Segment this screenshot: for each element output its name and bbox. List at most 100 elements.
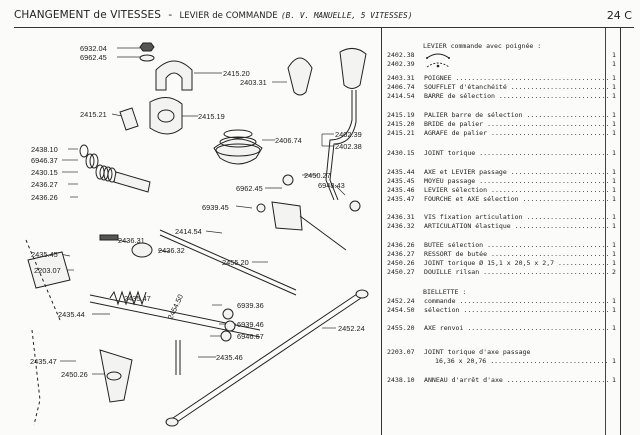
- parts-list-row[interactable]: 2436.31 VIS fixation articulation 1: [387, 213, 616, 222]
- part-desc: ARTICULATION élastique: [424, 222, 612, 231]
- selection-hub-icon: [27, 251, 71, 289]
- diagram-label: 6946.67: [237, 332, 264, 341]
- part-ref: 2415.19: [387, 111, 415, 119]
- diagram-label: 2402.38: [335, 142, 362, 151]
- parts-list-row[interactable]: 2406.74 SOUFFLET d'étanchéité 1: [387, 83, 616, 92]
- parts-list-row[interactable]: 2402.39 1: [387, 60, 616, 69]
- parts-list-row[interactable]: 2203.07 JOINT torique d'axe passage: [387, 348, 615, 357]
- diagram-label: 2435.46: [216, 353, 243, 362]
- parts-list-row[interactable]: 2436.27 RESSORT de butée 1: [387, 250, 616, 259]
- part-qty: 1: [610, 213, 616, 222]
- part-ref: 2414.54: [387, 92, 415, 100]
- diagram-label: 2435.44: [58, 310, 85, 319]
- parts-list-row[interactable]: 2415.20 BRIDE de palier 1: [387, 120, 616, 129]
- parts-drawing: [25, 42, 369, 427]
- parts-list-row[interactable]: 2435.47 FOURCHE et AXE sélection 1: [387, 195, 616, 204]
- part-ref: 2435.44: [387, 168, 415, 176]
- diagram-label-handwritten: 2454.50: [166, 293, 185, 321]
- part-qty: 1: [610, 149, 616, 158]
- bushing-icon: [224, 320, 236, 332]
- diagram-label: 6962.45: [80, 53, 107, 62]
- parts-list-row[interactable]: 2455.20 AXE renvoi 1: [387, 324, 616, 333]
- parts-list-row[interactable]: 2430.15 JOINT torique 1: [387, 149, 616, 158]
- quantity-column-rule: [605, 28, 606, 435]
- parts-list-row[interactable]: 2438.10 ANNEAU d'arrêt d'axe 1: [387, 376, 616, 385]
- part-qty: 1: [610, 241, 616, 250]
- part-ref: 2403.31: [387, 74, 415, 82]
- part-qty: 1: [610, 51, 616, 60]
- lever-knob-closed-icon: [426, 53, 450, 59]
- diagram-label: 2435.45: [31, 250, 58, 259]
- part-qty: 1: [610, 83, 616, 92]
- part-ref: 2452.24: [387, 297, 415, 305]
- part-desc: ANNEAU d'arrêt d'axe: [424, 376, 612, 385]
- part-ref: 2436.32: [387, 222, 415, 230]
- parts-list-row[interactable]: 2403.31 POIGNEE 1: [387, 74, 616, 83]
- diagram-label: 2435.47: [30, 357, 57, 366]
- part-ref: 2402.38: [387, 51, 415, 59]
- parts-list-row[interactable]: 2435.45 MOYEU passage 1: [387, 177, 616, 186]
- parts-list-row[interactable]: 2414.54 BARRE de sélection 1: [387, 92, 616, 101]
- diagram-label: 6948.43: [318, 181, 345, 190]
- parts-list-row[interactable]: 16,36 x 20,76 1: [387, 357, 616, 366]
- part-desc: BUTEE sélection: [424, 241, 612, 250]
- parts-list-row[interactable]: 2436.26 BUTEE sélection 1: [387, 241, 616, 250]
- part-desc: BARRE de sélection: [424, 92, 612, 101]
- diagram-label: 2455.20: [222, 258, 249, 267]
- diagram-label: 2438.10: [31, 145, 58, 154]
- part-ref: 2430.15: [387, 149, 415, 157]
- part-ref: 2435.47: [387, 195, 415, 203]
- diagram-label: 2430.15: [31, 168, 58, 177]
- part-desc: AXE renvoi: [424, 324, 612, 333]
- diagram-label: 6932.04: [80, 44, 107, 53]
- group-title: BIELLETTE :: [423, 288, 467, 296]
- diagram-label: 2414.54: [175, 227, 202, 236]
- part-desc: POIGNEE: [424, 74, 612, 83]
- parts-list-row[interactable]: 2402.38 1: [387, 51, 616, 60]
- diagram-label: 2415.19: [198, 112, 225, 121]
- part-ref: 2436.27: [387, 250, 415, 258]
- diagram-label: 2436.26: [31, 193, 58, 202]
- part-ref: 2436.31: [387, 213, 415, 221]
- diagram-labels: 6932.04 6962.45 2415.20 2403.31 2415.21 …: [30, 44, 365, 379]
- parts-list-row[interactable]: 2415.19 PALIER barre de sélection 1: [387, 111, 616, 120]
- gaiter-icon: [213, 138, 263, 165]
- part-qty: 2: [610, 268, 616, 277]
- bushing-icon: [220, 330, 232, 342]
- page-title: CHANGEMENT de VITESSES: [14, 9, 161, 21]
- diagram-label: 2450.27: [304, 171, 331, 180]
- bearing-bracket-icon: [155, 60, 193, 91]
- part-desc: JOINT torique: [424, 149, 612, 158]
- part-qty: 1: [610, 222, 616, 231]
- part-desc: sélection: [424, 306, 612, 315]
- parts-list-row[interactable]: 2454.50 sélection 1: [387, 306, 616, 315]
- bushing-icon: [282, 174, 294, 186]
- parts-list-row[interactable]: 2435.46 LEVIER sélection 1: [387, 186, 616, 195]
- page-subtitle: LEVIER de COMMANDE: [179, 11, 278, 21]
- parts-list-row[interactable]: 2415.21 AGRAFE de palier 1: [387, 129, 616, 138]
- part-desc: JOINT torique Ø 15,1 x 20,5 x 2,7: [424, 259, 612, 268]
- part-desc: PALIER barre de sélection: [424, 111, 612, 120]
- part-qty: 1: [610, 111, 616, 120]
- part-qty: 1: [610, 195, 616, 204]
- bearing-clip-icon: [119, 107, 139, 131]
- parts-list-row[interactable]: 2435.44 AXE et LEVIER passage 1: [387, 168, 616, 177]
- part-qty: 1: [610, 120, 616, 129]
- diagram-label: 6939.36: [237, 301, 264, 310]
- diagram-label: 6939.46: [237, 320, 264, 329]
- parts-list-row[interactable]: 2452.24 commande 1: [387, 297, 616, 306]
- parts-list-row[interactable]: 2450.26 JOINT torique Ø 15,1 x 20,5 x 2,…: [387, 259, 616, 268]
- parts-list-row[interactable]: 2436.32 ARTICULATION élastique 1: [387, 222, 616, 231]
- diagram-label: 2402.39: [335, 130, 362, 139]
- part-ref: 2435.45: [387, 177, 415, 185]
- part-ref: 2438.10: [387, 376, 415, 384]
- gear-knob-icon: [287, 57, 313, 96]
- part-ref: 2435.46: [387, 186, 415, 194]
- exploded-diagram: 6932.04 6962.45 2415.20 2403.31 2415.21 …: [0, 30, 381, 435]
- part-ref: 2455.20: [387, 324, 415, 332]
- parts-list-row[interactable]: 2450.27 DOUILLE rilsan 2: [387, 268, 616, 277]
- diagram-label: 2452.24: [338, 324, 365, 333]
- diagram-label: 2436.32: [158, 246, 185, 255]
- lever-knob-open-dot-icon: [426, 62, 450, 68]
- title-separator: -: [168, 9, 173, 21]
